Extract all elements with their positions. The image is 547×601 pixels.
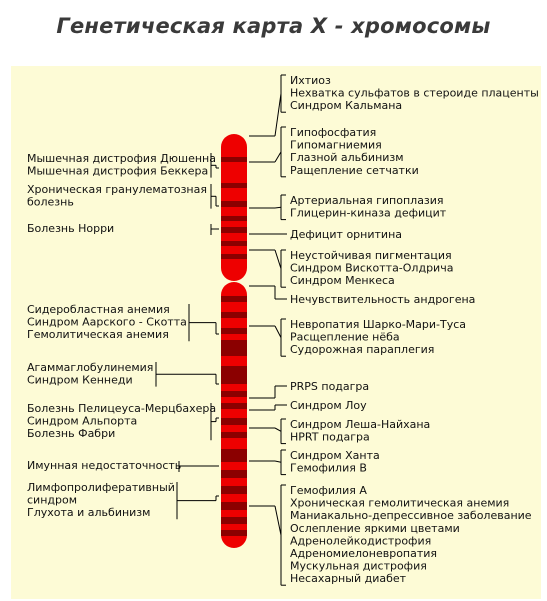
right-label: Маниакально-депрессивное заболевание bbox=[290, 509, 532, 522]
right-label: Ослепление яркими цветами bbox=[290, 522, 460, 535]
left-label: Глухота и альбинизм bbox=[27, 506, 150, 519]
left-label: Синдром Альпорта bbox=[27, 415, 137, 428]
connector-line bbox=[274, 505, 282, 536]
right-label: Мускульная дистрофия bbox=[290, 560, 427, 573]
chromosome-band bbox=[221, 328, 247, 334]
chromosome-band bbox=[221, 183, 247, 188]
right-label: Ращепление сетчатки bbox=[290, 164, 419, 177]
right-label: HPRT подагра bbox=[290, 431, 370, 444]
right-label: Нехватка сульфатов в стероиде плаценты bbox=[290, 87, 539, 100]
chromosome-band bbox=[221, 391, 247, 397]
left-label: Сидеробластная анемия bbox=[27, 303, 170, 316]
right-label: Ихтиоз bbox=[290, 74, 331, 87]
chromosome-band bbox=[221, 502, 247, 510]
right-label: Синдром Лоу bbox=[290, 399, 367, 412]
right-label: Синдром Леша-Найхана bbox=[290, 418, 430, 431]
right-label: Гемофилия А bbox=[290, 484, 367, 497]
chromosome-band bbox=[221, 201, 247, 207]
right-label: Невропатия Шарко-Мари-Туса bbox=[290, 318, 466, 331]
right-label: Гипофосфатия bbox=[290, 126, 376, 139]
connector-line bbox=[274, 325, 282, 338]
chromosome-band bbox=[221, 449, 247, 462]
chromosome-band bbox=[221, 157, 247, 162]
left-label: Синдром Аарского - Скотта bbox=[27, 316, 187, 329]
right-label: Неустойчивая пигментация bbox=[290, 249, 452, 262]
right-label: PRPS подагра bbox=[290, 380, 369, 393]
right-label: Нечувствительность андрогена bbox=[290, 293, 475, 306]
chromosome-band bbox=[221, 530, 247, 536]
connector-line bbox=[274, 460, 282, 463]
chromosome-band bbox=[221, 432, 247, 438]
chromosome-band bbox=[221, 470, 247, 478]
chromosome-band bbox=[221, 366, 247, 384]
left-label: болезнь bbox=[27, 196, 74, 209]
chromosome-band bbox=[221, 241, 247, 246]
chromosome-band bbox=[221, 296, 247, 302]
right-label: Расщепление нёба bbox=[290, 331, 400, 344]
right-label: Синдром Кальмана bbox=[290, 99, 402, 112]
left-label: Болезнь Фабри bbox=[27, 427, 115, 440]
chromosome-band bbox=[221, 312, 247, 318]
chromosome-band bbox=[221, 517, 247, 524]
left-label: Гемолитическая анемия bbox=[27, 328, 169, 341]
chromosome-band bbox=[221, 403, 247, 409]
right-label: Глицерин-киназа дефицит bbox=[290, 207, 447, 220]
right-label: Артериальная гипоплазия bbox=[290, 194, 444, 207]
chromosome-band bbox=[221, 486, 247, 494]
connector-line bbox=[274, 427, 282, 432]
right-label: Адреномиелоневропатия bbox=[290, 547, 437, 560]
left-label: Хроническая гранулематозная bbox=[27, 183, 207, 196]
chromosome-band bbox=[221, 227, 247, 233]
right-label: Синдром Менкеса bbox=[290, 274, 395, 287]
connector-line bbox=[274, 206, 282, 209]
left-label: Болезнь Норри bbox=[27, 222, 114, 235]
chromosome-band bbox=[221, 340, 247, 356]
right-label: Синдром Ханта bbox=[290, 449, 380, 462]
right-label: Адренолейкодистрофия bbox=[290, 534, 431, 547]
right-label: Гемофилия В bbox=[290, 462, 367, 475]
right-label: Синдром Вискотта-Олдрича bbox=[290, 262, 453, 275]
right-label: Глазной альбинизм bbox=[290, 151, 404, 164]
connector-line bbox=[274, 249, 282, 269]
left-label: синдром bbox=[27, 494, 77, 507]
chromosome-band bbox=[221, 254, 247, 259]
right-label: Судорожная параплегия bbox=[290, 343, 434, 356]
connector-line bbox=[274, 151, 282, 163]
right-label: Несахарный диабет bbox=[290, 572, 407, 585]
left-label: Болезнь Пелицеуса-Мерцбахера bbox=[27, 402, 216, 415]
left-label: Мышечная дистрофия Дюшенна bbox=[27, 152, 216, 165]
left-label: Лимфопролиферативный bbox=[27, 481, 175, 494]
left-label: Мышечная дистрофия Беккера bbox=[27, 165, 208, 178]
right-label: Дефицит орнитина bbox=[290, 228, 402, 241]
page-title: Генетическая карта Х - хромосомы bbox=[56, 14, 491, 38]
left-label: Имунная недостаточность bbox=[27, 459, 181, 472]
chromosome-band bbox=[221, 216, 247, 221]
connector-line bbox=[274, 93, 282, 137]
chromosome-band bbox=[221, 418, 247, 425]
right-label: Гипомагниемия bbox=[290, 139, 382, 152]
left-label: Синдром Кеннеди bbox=[27, 374, 133, 387]
right-label: Хроническая гемолитическая анемия bbox=[290, 497, 509, 510]
left-label: Агаммаглобулинемия bbox=[27, 361, 153, 374]
